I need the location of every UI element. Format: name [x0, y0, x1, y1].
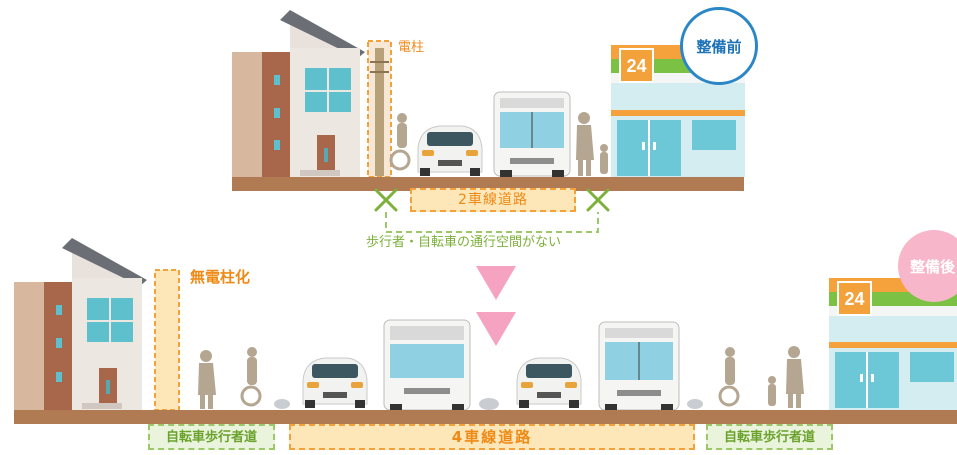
before-bus: [493, 91, 571, 178]
side-lane-left-label: 自転車歩行者道: [148, 424, 275, 450]
curb-stone-right: [687, 399, 703, 409]
before-car: [417, 125, 483, 176]
side-lane-right-label: 自転車歩行者道: [706, 424, 833, 450]
median-stone: [479, 398, 499, 410]
before-store-number: 24: [626, 56, 646, 76]
before-cyclist: [389, 113, 411, 171]
after-badge: 整備後: [898, 230, 957, 302]
after-road-label: 4車線道路: [289, 424, 695, 450]
after-store-number: 24: [844, 289, 864, 309]
after-car-1: [302, 357, 368, 408]
after-scene: 24: [14, 238, 957, 424]
after-pedestrians-right: [718, 346, 804, 408]
no-space-note: 歩行者・自転車の通行空間がない: [366, 235, 562, 250]
after-ground: [14, 410, 957, 424]
no-pole-label: 無電柱化: [190, 268, 251, 286]
before-road-label: 2車線道路: [410, 188, 576, 212]
after-pedestrians-left: [198, 347, 262, 409]
after-car-2: [516, 357, 582, 408]
before-cross-marks: [374, 188, 610, 212]
before-ground: [232, 177, 744, 191]
before-bracket: [385, 212, 599, 233]
before-badge: 整備前: [680, 7, 758, 85]
utility-pole: [367, 40, 392, 178]
after-bus-2: [598, 321, 680, 412]
pole-label: 電柱: [398, 40, 425, 55]
removed-pole-box: [154, 269, 180, 411]
before-house: [232, 10, 365, 177]
after-bus-1: [383, 319, 471, 412]
before-pedestrians: [576, 112, 608, 176]
after-store: 24: [829, 278, 957, 410]
before-scene: 24: [232, 10, 745, 233]
after-house: [14, 238, 147, 410]
transition-arrows: [476, 266, 516, 346]
curb-stone: [274, 399, 290, 409]
